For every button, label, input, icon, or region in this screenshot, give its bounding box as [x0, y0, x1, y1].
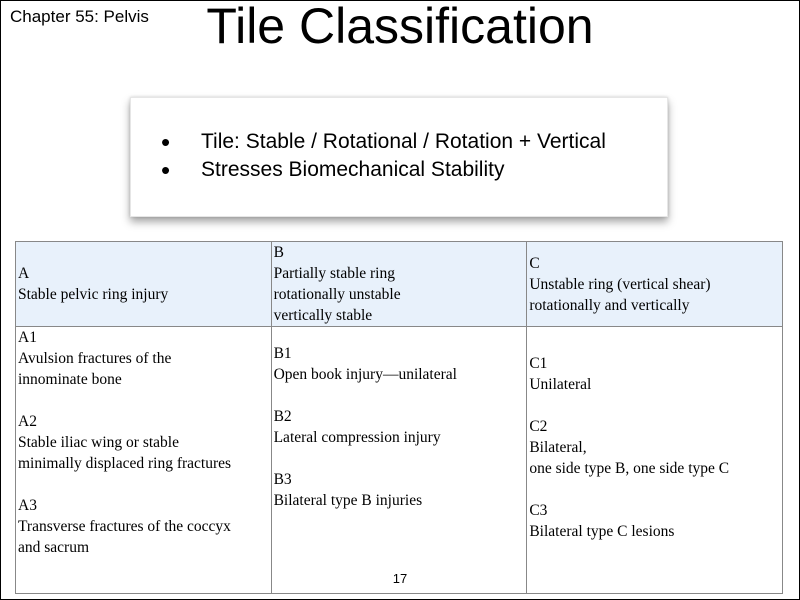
header-code: B [273, 244, 284, 261]
bullet-dot-icon: • [161, 155, 171, 185]
summary-callout: • Tile: Stable / Rotational / Rotation +… [130, 97, 668, 217]
subtype-line: innominate bone [18, 371, 122, 388]
header-code: C [529, 254, 540, 272]
header-line: rotationally and vertically [529, 296, 690, 314]
subtype-group-c2: C2 Bilateral, one side type B, one side … [529, 416, 780, 479]
subtype-code: A2 [18, 413, 37, 430]
subtype-code: C2 [529, 418, 548, 435]
body-cell-c: C1 Unilateral C2 Bilateral, one side typ… [526, 326, 783, 594]
subtype-line: Bilateral type C lesions [529, 523, 675, 540]
subtype-code: C3 [529, 502, 548, 519]
slide-title: Tile Classification [206, 0, 594, 54]
header-cell-c: C Unstable ring (vertical shear) rotatio… [526, 241, 783, 327]
subtype-code: B2 [273, 408, 292, 425]
body-cell-b: B1 Open book injury—unilateral B2 Latera… [270, 326, 528, 594]
header-line: rotationally unstable [273, 286, 401, 303]
table-body-row: A1 Avulsion fractures of the innominate … [15, 326, 783, 594]
body-cell-a: A1 Avulsion fractures of the innominate … [15, 326, 272, 594]
subtype-line: Lateral compression injury [273, 429, 441, 446]
subtype-code: B3 [273, 471, 292, 488]
header-line: Partially stable ring [273, 265, 395, 282]
subtype-group-b1: B1 Open book injury—unilateral [274, 343, 525, 385]
header-cell-a: A Stable pelvic ring injury [15, 241, 272, 327]
table-header-row: A Stable pelvic ring injury B Partially … [15, 241, 783, 327]
subtype-group-a2: A2 Stable iliac wing or stable minimally… [18, 411, 269, 474]
subtype-line: Transverse fractures of the coccyx [18, 518, 231, 535]
header-line: vertically stable [273, 307, 373, 324]
subtype-group-c3: C3 Bilateral type C lesions [529, 500, 780, 542]
subtype-line: Open book injury—unilateral [273, 366, 457, 383]
subtype-line: Bilateral type B injuries [273, 492, 423, 509]
bullet-list: • Tile: Stable / Rotational / Rotation +… [161, 128, 606, 184]
bullet-text: Tile: Stable / Rotational / Rotation + V… [201, 130, 606, 153]
header-line: Unstable ring (vertical shear) [529, 275, 711, 293]
subtype-code: C1 [529, 355, 548, 372]
subtype-code: A3 [18, 497, 37, 514]
header-line: Stable pelvic ring injury [18, 286, 169, 303]
title-container: Tile Classification [200, 0, 600, 100]
page-number: 17 [392, 571, 408, 586]
header-cell-b: B Partially stable ring rotationally uns… [270, 241, 528, 327]
subtype-line: Bilateral, [529, 439, 587, 456]
chapter-label: Chapter 55: Pelvis [10, 7, 149, 26]
bullet-item: • Stresses Biomechanical Stability [161, 156, 606, 184]
subtype-group-a3: A3 Transverse fractures of the coccyx an… [18, 495, 269, 558]
subtype-group-b3: B3 Bilateral type B injuries [274, 469, 525, 511]
subtype-line: minimally displaced ring fractures [18, 455, 232, 472]
subtype-group-c1: C1 Unilateral [529, 353, 780, 395]
bullet-item: • Tile: Stable / Rotational / Rotation +… [161, 128, 606, 156]
bullet-dot-icon: • [161, 127, 171, 157]
subtype-line: Avulsion fractures of the [18, 350, 172, 367]
tile-classification-table: A Stable pelvic ring injury B Partially … [15, 241, 783, 594]
subtype-group-a1: A1 Avulsion fractures of the innominate … [18, 327, 269, 390]
subtype-line: Unilateral [529, 376, 592, 393]
subtype-line: one side type B, one side type C [529, 460, 730, 477]
subtype-group-b2: B2 Lateral compression injury [274, 406, 525, 448]
bullet-text: Stresses Biomechanical Stability [201, 158, 505, 181]
subtype-code: B1 [273, 345, 292, 362]
header-code: A [18, 265, 30, 282]
subtype-line: Stable iliac wing or stable [18, 434, 179, 451]
subtype-code: A1 [18, 329, 37, 346]
subtype-line: and sacrum [18, 539, 90, 556]
